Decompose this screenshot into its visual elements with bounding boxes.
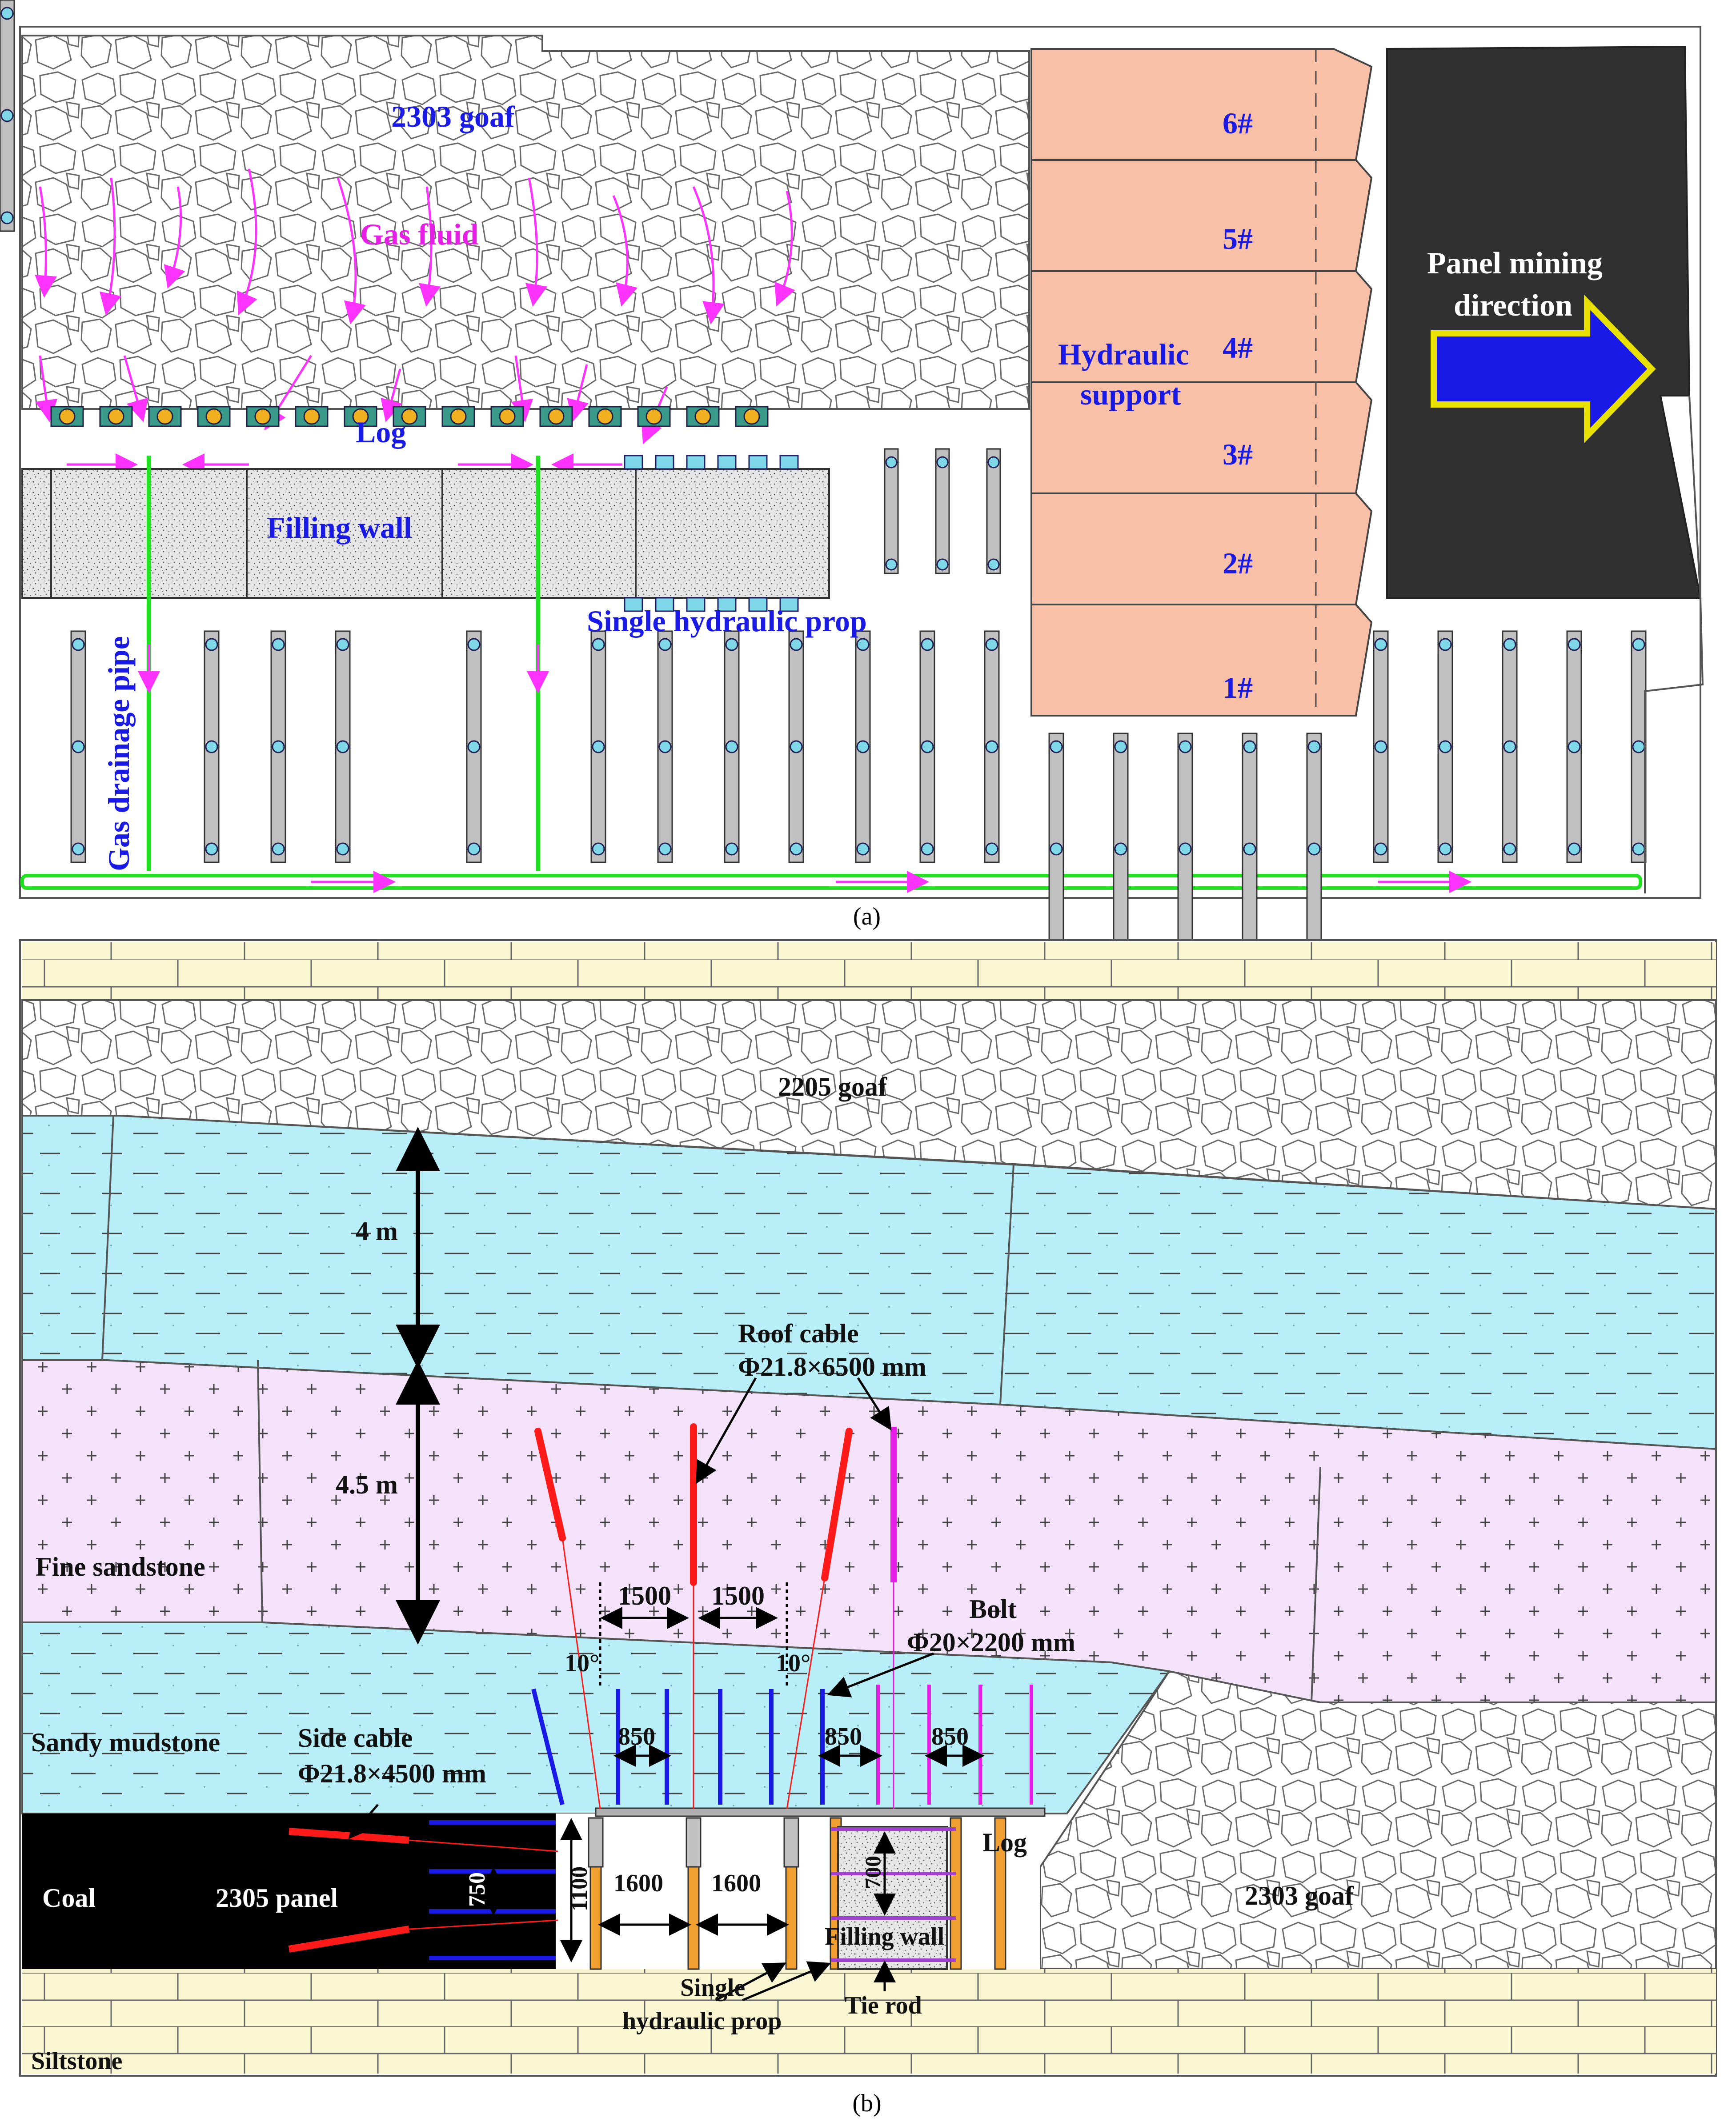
gas-fluid-label: Gas fluid [360,217,479,251]
gas-pipe-label: Gas drainage pipe [102,636,136,871]
log-label-a: Log [356,415,406,449]
mining-direction-arrow [1431,294,1656,444]
hydraulic-support-label-2: support [1080,377,1181,411]
prop-crosses-a [624,455,799,612]
panel-edge [1644,395,1704,893]
single-prop-label-b-2: hydraulic prop [622,2007,782,2035]
filling-wall-label-b: Filling wall [825,1923,944,1950]
pipe-flow-arrows [138,645,1471,893]
roof-steel-band [595,1807,1046,1817]
dim-1600-a: 1600 [613,1870,663,1897]
angle-left: 10° [565,1650,599,1677]
goaf-2303-label-b: 2303 goaf [1245,1881,1354,1910]
log-label-b: Log [982,1828,1027,1857]
tie-rod-label: Tie rod [845,1992,922,2019]
caption-b: (b) [852,2090,881,2117]
goaf-2303-b [1039,1670,1717,1970]
filling-wall-label-a: Filling wall [267,511,412,545]
prop-columns-upper [884,448,1001,574]
spacing-dimensions [482,1582,985,1962]
support-number: 4# [1223,331,1253,364]
fine-sandstone-label: Fine sandstone [36,1552,205,1581]
bolt-label-1: Bolt [969,1594,1017,1624]
leader-lines [348,1377,934,2002]
coal-label: Coal [42,1883,96,1913]
upper-band-fractures [101,1115,1014,1405]
support-number: 5# [1223,222,1253,256]
spacing-850-c: 850 [931,1723,969,1750]
spacing-1500-b: 1500 [711,1581,765,1610]
goaf-2205-label: 2205 goaf [778,1072,887,1101]
panel-a: 2303 goaf Gas fluid Log Filling wall Sin… [0,0,1704,965]
single-prop-label-b-1: Single [680,1974,745,2002]
roof-cable-tails [561,1537,826,1810]
single-props-a [0,0,15,232]
support-numbers: 6# 5# 4# 3# 2# 1# [1223,106,1253,705]
dim-700: 700 [860,1856,885,1889]
thickness-4m: 4 m [356,1217,398,1246]
goaf-label-a: 2303 goaf [391,100,515,133]
support-number: 2# [1223,546,1253,580]
coal-seam [22,1814,556,1969]
mining-face [1386,45,1702,599]
dim-1100: 1100 [567,1866,592,1911]
panel-b: 2205 goaf 4 m 4.5 m Roof cable Φ21.8×650… [19,939,1717,2117]
dim-1600-b: 1600 [711,1870,761,1897]
siltstone-label: Siltstone [31,2047,122,2075]
panel-2305-label: 2305 panel [216,1883,338,1913]
dim-750: 750 [465,1872,490,1907]
goaf-area-a [21,35,1030,410]
single-prop-label-a: Single hydraulic prop [587,604,867,638]
bolt-label-2: Φ20×2200 mm [907,1628,1075,1657]
filling-wall-a [21,468,830,599]
spacing-850-a: 850 [618,1723,655,1750]
mining-direction-label-2: direction [1454,288,1572,323]
mining-direction-label-1: Panel mining [1427,246,1603,280]
fine-sandstone-fractures [257,1360,1321,1703]
hydraulic-supports [1030,48,1373,717]
log-row [50,406,769,427]
spacing-1500-a: 1500 [618,1581,671,1610]
support-number: 6# [1223,106,1253,140]
roof-cable-label-1: Roof cable [738,1319,859,1348]
angle-right: 10° [776,1650,810,1677]
sandy-mudstone-label: Sandy mudstone [31,1728,220,1757]
filling-wall-blocks [50,469,637,598]
spacing-850-b: 850 [825,1723,862,1750]
thickness-4-5m: 4.5 m [336,1470,398,1499]
gas-flow-arrows [35,168,795,476]
bottom-siltstone-band [22,1969,1716,2074]
side-cable-label-2: Φ21.8×4500 mm [298,1759,486,1788]
hydraulic-support-label-1: Hydraulic [1058,337,1189,371]
caption-a: (a) [853,903,881,930]
support-number: 3# [1223,437,1253,471]
roof-cables [534,1423,853,1586]
roof-cable-label-2: Φ21.8×6500 mm [738,1352,926,1381]
top-siltstone-band [22,942,1716,1000]
side-cable-label-1: Side cable [298,1723,413,1753]
support-number: 1# [1223,671,1253,705]
